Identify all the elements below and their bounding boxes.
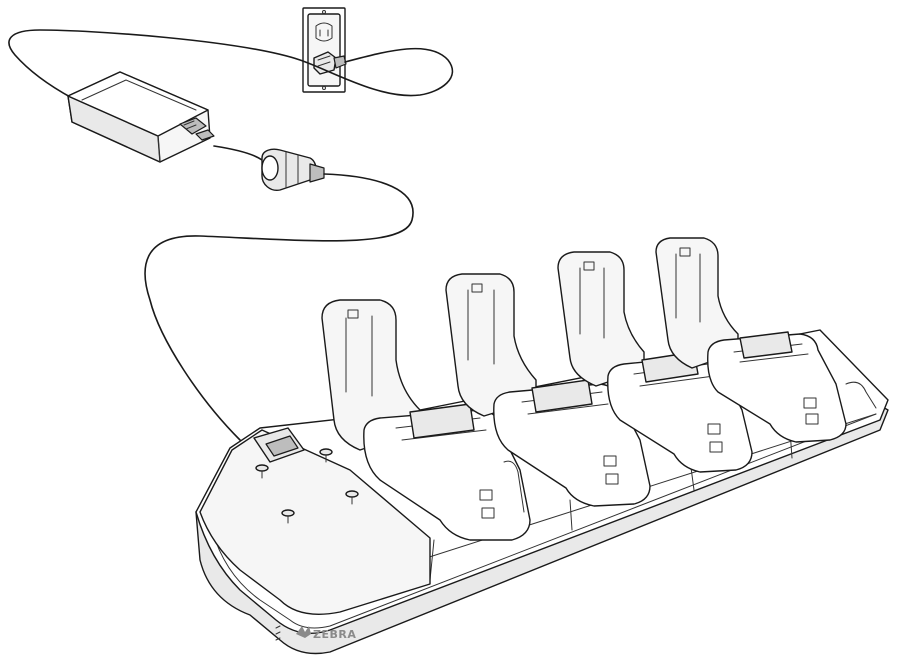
mounting-screws — [255, 448, 359, 524]
logo-text: ZEBRA — [313, 628, 356, 641]
ferrite-bead — [261, 148, 325, 191]
charging-slot-1 — [321, 299, 531, 541]
zebra-logo: ZEBRA — [296, 626, 356, 641]
dc-input-port — [253, 427, 305, 463]
zebra-head-icon — [296, 626, 311, 638]
power-supply — [67, 71, 215, 163]
charging-slot-4 — [655, 237, 877, 443]
ac-line-cord — [8, 29, 454, 99]
wall-outlet — [302, 7, 346, 93]
dc-cable-to-cradle — [144, 173, 414, 441]
dc-cable — [213, 145, 263, 161]
charging-slot-2 — [445, 273, 651, 507]
